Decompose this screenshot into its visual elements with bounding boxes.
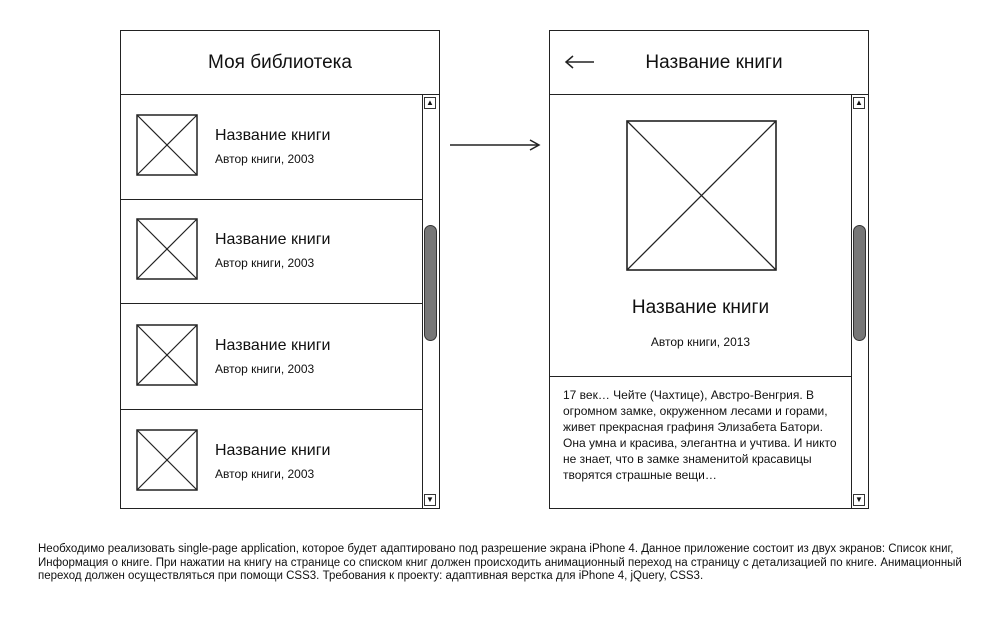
library-header: Моя библиотека — [121, 31, 439, 95]
details-scrollbar[interactable]: ▲ ▼ — [851, 95, 868, 508]
book-list-item[interactable]: Название книги Автор книги, 2003 — [121, 199, 422, 304]
library-scrollbar[interactable]: ▲ ▼ — [422, 95, 439, 508]
book-detail-title: Название книги — [631, 297, 770, 318]
book-list-item[interactable]: Название книги Автор книги, 2003 — [121, 305, 422, 410]
scroll-thumb[interactable] — [853, 225, 866, 341]
book-list-item[interactable]: Название книги Автор книги, 2003 — [121, 410, 422, 515]
back-arrow-icon[interactable] — [564, 52, 596, 72]
book-list: Название книги Автор книги, 2003 Названи… — [121, 95, 422, 508]
scroll-up-icon[interactable]: ▲ — [853, 97, 865, 109]
transition-arrow-icon — [450, 139, 541, 151]
book-detail-author: Автор книги, 2013 — [650, 335, 751, 349]
book-cover-placeholder-icon — [136, 324, 198, 386]
book-author: Автор книги, 2003 — [215, 152, 315, 166]
book-author: Автор книги, 2003 — [215, 256, 315, 270]
book-title: Название книги — [215, 337, 331, 354]
book-cover-placeholder-icon — [626, 120, 777, 271]
book-description: 17 век… Чейте (Чахтице), Австро-Венгрия.… — [563, 388, 837, 482]
scroll-thumb[interactable] — [424, 225, 437, 341]
details-screen: Название книги Название книги Автор книг… — [549, 30, 869, 509]
book-cover-placeholder-icon — [136, 429, 198, 491]
book-list-item[interactable]: Название книги Автор книги, 2003 — [121, 95, 422, 200]
library-title: Моя библиотека — [208, 51, 352, 73]
details-title: Название книги — [645, 51, 783, 73]
book-cover-placeholder-icon — [136, 114, 198, 176]
book-title: Название книги — [215, 442, 331, 459]
book-title: Название книги — [215, 127, 331, 144]
details-header: Название книги — [550, 31, 868, 95]
book-cover-placeholder-icon — [136, 218, 198, 280]
book-title: Название книги — [215, 231, 331, 248]
scroll-down-icon[interactable]: ▼ — [424, 494, 436, 506]
book-detail-cover-area: Название книги Автор книги, 2013 — [550, 95, 851, 377]
library-screen: Моя библиотека Название книги Автор книг… — [120, 30, 440, 509]
scroll-up-icon[interactable]: ▲ — [424, 97, 436, 109]
book-author: Автор книги, 2003 — [215, 362, 315, 376]
specification-text: Необходимо реализовать single-page appli… — [38, 543, 962, 582]
book-author: Автор книги, 2003 — [215, 467, 315, 481]
scroll-down-icon[interactable]: ▼ — [853, 494, 865, 506]
